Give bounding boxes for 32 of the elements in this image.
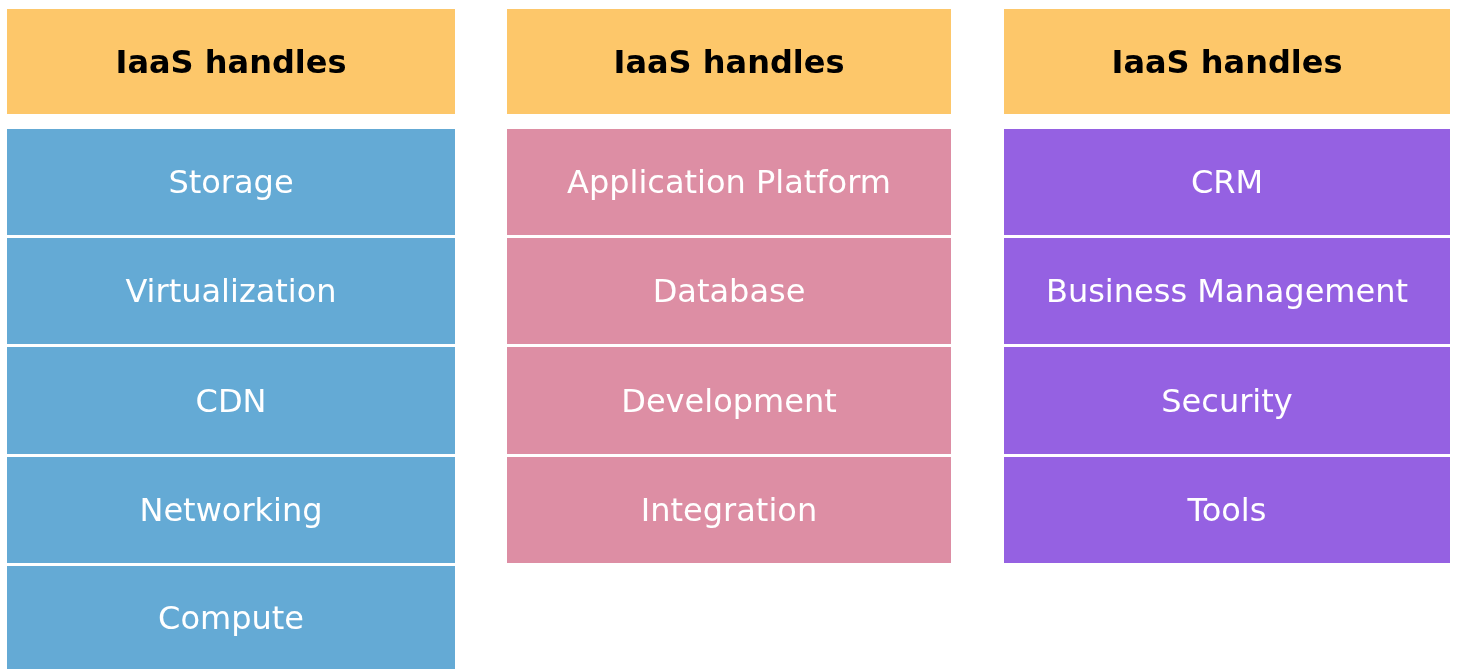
service-label: CDN (195, 381, 267, 420)
service-label: Application Platform (567, 163, 891, 201)
service-box (507, 347, 951, 454)
service-label: Compute (158, 598, 304, 637)
header-text: IaaS handles (115, 42, 347, 81)
service-label: Business Management (1045, 272, 1409, 310)
service-box (1004, 347, 1450, 454)
service-label: Integration (640, 491, 818, 529)
service-box (1004, 129, 1450, 235)
service-label: CRM (1190, 163, 1264, 201)
service-label: Security (1161, 381, 1293, 420)
header-box (1004, 9, 1450, 114)
service-label: Tools (1187, 491, 1267, 529)
service-box (7, 566, 455, 669)
header-text: IaaS handles (613, 42, 845, 81)
service-box (507, 129, 951, 235)
service-box (1004, 457, 1450, 563)
service-label: Storage (168, 163, 294, 201)
service-box (7, 129, 455, 235)
service-box (7, 457, 455, 563)
service-box (1004, 238, 1450, 344)
service-label: Networking (139, 491, 323, 529)
service-label: Virtualization (125, 272, 337, 310)
service-box (507, 238, 951, 344)
service-box (7, 347, 455, 454)
header-box (7, 9, 455, 114)
header-text: IaaS handles (1111, 42, 1343, 81)
header-box (507, 9, 951, 114)
service-box (7, 238, 455, 344)
service-label: Database (652, 272, 806, 310)
service-label: Development (621, 381, 837, 420)
service-box (507, 457, 951, 563)
